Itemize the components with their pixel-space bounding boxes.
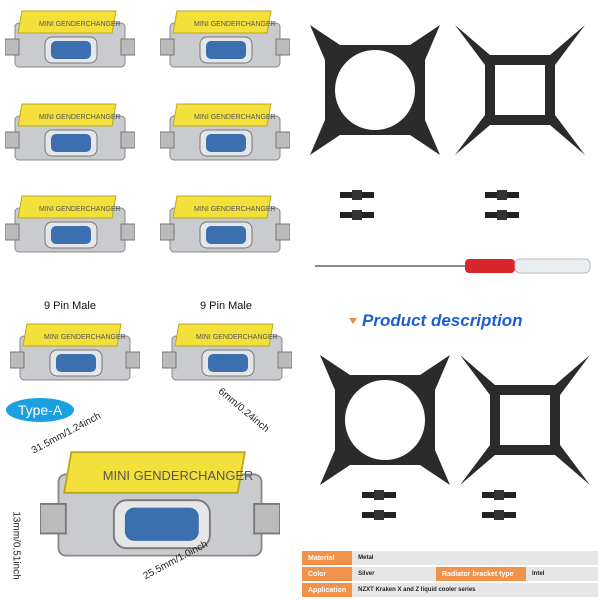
height-dimension: 13mm/0.51inch [10,511,22,580]
spec-key: Color [302,567,353,581]
triangle-icon [349,318,357,324]
gender-changer-image: MINI GENDERCHANGER [160,195,290,253]
connector-label: MINI GENDERCHANGER [194,21,276,28]
type-a-badge: Type-A [6,398,74,422]
square-bracket-image [455,25,585,155]
gender-changer-image: MINI GENDERCHANGER [5,10,135,68]
spec-value: Silver [352,567,436,581]
pin-label: 9 Pin Male [200,300,252,312]
pin-label: 9 Pin Male [44,300,96,312]
connector-label: MINI GENDERCHANGER [39,206,121,213]
connector-label: MINI GENDERCHANGER [194,206,276,213]
standoff-image [485,190,519,220]
connector-label: MINI GENDERCHANGER [39,114,121,121]
gender-changer-side-image: MINI GENDERCHANGER [162,323,292,381]
spec-key: Application [302,583,353,597]
connector-label: MINI GENDERCHANGER [194,114,276,121]
gender-changer-image: MINI GENDERCHANGER [5,195,135,253]
spec-value: Metal [352,551,598,565]
round-bracket-image [320,355,450,485]
spec-key: Material [302,551,353,565]
gender-changer-side-image: MINI GENDERCHANGER [10,323,140,381]
screwdriver-image [315,258,591,274]
depth-dimension: 6mm/0.24inch [215,386,272,435]
spec-value: Intel [526,567,598,581]
spec-key: Radiator bracket type [436,567,526,581]
product-description-heading: Product description [362,311,523,330]
connector-label: MINI GENDERCHANGER [44,334,126,341]
gender-changer-image: MINI GENDERCHANGER [160,103,290,161]
standoff-image [340,190,374,220]
gender-changer-image: MINI GENDERCHANGER [160,10,290,68]
gender-changer-dimension-image: MINI GENDERCHANGER [40,451,280,557]
standoff-image [362,490,396,520]
connector-label: MINI GENDERCHANGER [103,468,254,483]
round-bracket-image [310,25,440,155]
spec-value: NZXT Kraken X and Z liquid cooler series [352,583,598,597]
square-bracket-image [460,355,590,485]
connector-label: MINI GENDERCHANGER [39,21,121,28]
standoff-image [482,490,516,520]
connector-label: MINI GENDERCHANGER [196,334,278,341]
gender-changer-image: MINI GENDERCHANGER [5,103,135,161]
